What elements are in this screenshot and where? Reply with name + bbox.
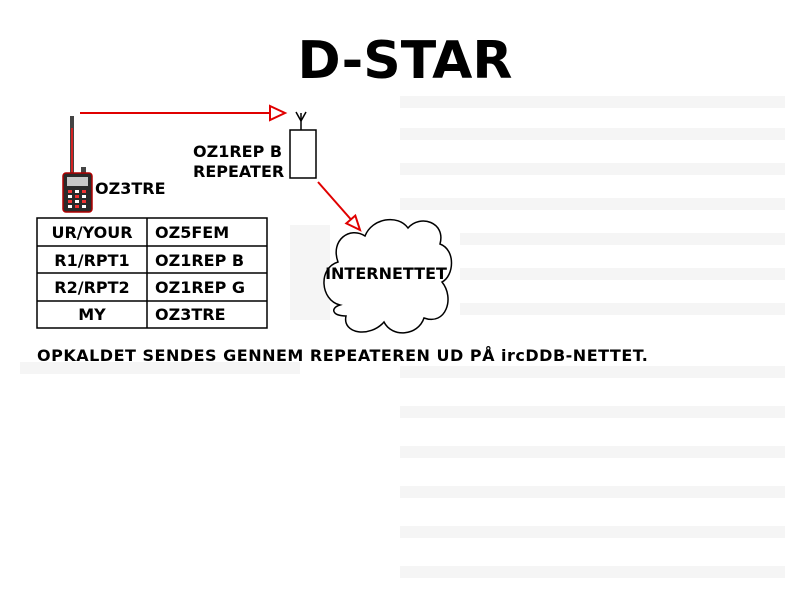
- ghost-line: [400, 566, 785, 578]
- repeater-callsign: OZ1REP B: [193, 142, 282, 161]
- radio-key: [68, 195, 72, 198]
- internet-arrow: [317, 181, 362, 232]
- repeater-label: REPEATER: [193, 162, 284, 181]
- ghost-line: [400, 526, 785, 538]
- diagram-caption: OPKALDET SENDES GENNEM REPEATEREN UD PÅ …: [37, 346, 648, 365]
- ghost-line: [400, 163, 785, 175]
- table-field-value: OZ5FEM: [155, 223, 229, 242]
- table-field-value: OZ1REP G: [155, 278, 245, 297]
- table-field-label: R1/RPT1: [54, 251, 129, 270]
- radio-key: [75, 205, 79, 208]
- table-field-label: MY: [78, 305, 106, 324]
- background-ghost-artifacts: [20, 96, 785, 578]
- routing-table: UR/YOUR OZ5FEM R1/RPT1 OZ1REP B R2/RPT2 …: [36, 217, 268, 329]
- ghost-line: [460, 268, 785, 280]
- ghost-line: [400, 198, 785, 210]
- repeater-antenna-left: [295, 111, 302, 122]
- table-field-value: OZ1REP B: [155, 251, 244, 270]
- repeater-box: [289, 129, 317, 179]
- table-field-label: R2/RPT2: [54, 278, 129, 297]
- ghost-line: [400, 406, 785, 418]
- ghost-line: [400, 446, 785, 458]
- ghost-line: [460, 303, 785, 315]
- radio-knob: [81, 167, 86, 174]
- radio-key: [75, 200, 79, 203]
- radio-key: [75, 190, 79, 193]
- radio-screen: [67, 177, 88, 186]
- handheld-callsign: OZ3TRE: [95, 179, 166, 198]
- ghost-line: [20, 362, 300, 374]
- page-title: D-STAR: [298, 31, 513, 91]
- table-row: UR/YOUR OZ5FEM: [51, 223, 229, 242]
- repeater-antenna-icon: [289, 111, 317, 179]
- internet-arrow-line: [317, 181, 352, 221]
- uplink-arrow: [80, 104, 288, 122]
- ghost-block: [290, 225, 330, 320]
- ghost-line: [400, 128, 785, 140]
- table-field-value: OZ3TRE: [155, 305, 226, 324]
- table-row: MY OZ3TRE: [78, 305, 225, 324]
- ghost-line: [460, 233, 785, 245]
- uplink-arrow-head: [269, 104, 288, 122]
- radio-key: [82, 205, 86, 208]
- ghost-line: [400, 486, 785, 498]
- radio-key: [68, 190, 72, 193]
- radio-key: [75, 195, 79, 198]
- internet-arrow-head: [344, 213, 362, 232]
- cloud-label: INTERNETTET: [325, 264, 447, 283]
- repeater-antenna-right: [300, 111, 307, 122]
- ghost-line: [400, 366, 785, 378]
- table-row: R2/RPT2 OZ1REP G: [54, 278, 245, 297]
- radio-key: [82, 200, 86, 203]
- table-field-label: UR/YOUR: [51, 223, 132, 242]
- radio-key: [68, 200, 72, 203]
- cloud-icon: [323, 218, 453, 334]
- radio-key: [68, 205, 72, 208]
- radio-key: [82, 195, 86, 198]
- handheld-radio-icon: [62, 116, 93, 213]
- ghost-line: [400, 96, 785, 108]
- radio-antenna-stripe: [71, 128, 73, 172]
- table-row: R1/RPT1 OZ1REP B: [54, 251, 244, 270]
- radio-key: [82, 190, 86, 193]
